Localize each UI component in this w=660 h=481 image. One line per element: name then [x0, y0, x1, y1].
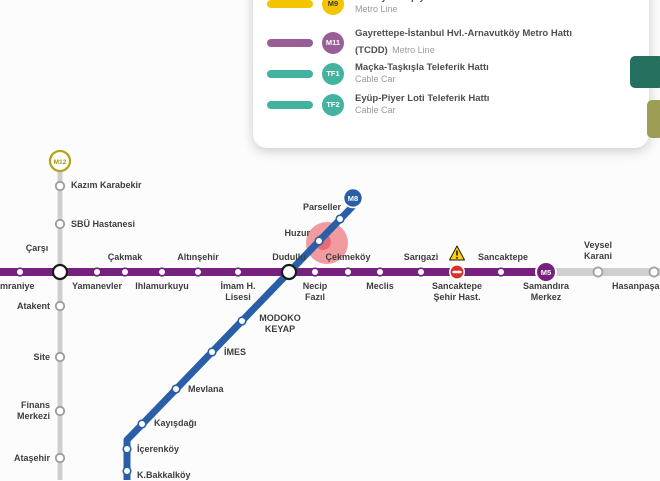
station-dot-meclis[interactable]	[375, 267, 385, 277]
station-dot-imes[interactable]	[207, 347, 217, 357]
tf1-line-badge: TF1	[322, 62, 344, 85]
cutoff-panel-olive	[647, 100, 660, 138]
station-label-cekmekoy: Çekmeköy	[325, 252, 371, 262]
station-dot-kayisdagi[interactable]	[137, 419, 147, 429]
legend-row-m11: M11 Gayrettepe-İstanbul Hvl.-Arnavutköy …	[253, 28, 649, 58]
badge-m8[interactable]: M8	[342, 187, 364, 209]
station-label-kayisdagi: Kayışdağı	[154, 418, 197, 428]
legend-subtitle-m11: Metro Line	[392, 44, 435, 55]
station-label-huzur: Huzur	[284, 228, 311, 238]
station-label-carsi: Çarşı	[25, 243, 49, 253]
station-label-finans-merkezi: Finans Merkezi	[16, 400, 50, 421]
station-label-sancaktepe-sehir-hast: Sancaktepe Şehir Hast.	[431, 281, 483, 302]
station-label-samandira-merkez: Samandıra Merkez	[522, 281, 570, 302]
station-label-sancaktepe: Sancaktepe	[477, 252, 529, 262]
station-label-hasanpasa: Hasanpaşa	[612, 281, 660, 291]
cutoff-panel-teal	[630, 56, 660, 88]
m11-line-badge: M11	[322, 31, 344, 54]
station-label-necip-fazil: Necip Fazıl	[302, 281, 328, 302]
station-label-parseller: Parseller	[302, 202, 342, 212]
legend-title-suffix-m11: (TCDD)	[355, 44, 388, 56]
station-dot-mevlana[interactable]	[171, 384, 181, 394]
station-label-sbu-hastanesi: SBÜ Hastanesi	[71, 219, 136, 229]
station-label-site: Site	[33, 352, 50, 362]
station-label-veysel-karani: Veysel Karani	[583, 240, 613, 261]
station-dot-site[interactable]	[54, 351, 66, 363]
station-dot-umraniye[interactable]	[15, 267, 25, 277]
interchange-dot-carsi[interactable]	[51, 263, 69, 281]
station-label-mevlana: Mevlana	[188, 384, 224, 394]
station-label-altinsehir: Altınşehir	[177, 252, 219, 262]
station-dot-cakmak[interactable]	[120, 267, 130, 277]
legend-title-tf1: Maçka-Taşkışla Teleferik Hattı	[355, 62, 489, 73]
station-label-k-bakkalkoy: K.Bakkalköy	[137, 470, 191, 480]
badge-m12-label: M12	[54, 159, 67, 166]
station-label-modoko-keyap: MODOKO KEYAP	[259, 313, 301, 334]
m11-line-swatch	[267, 38, 313, 47]
legend-subtitle-tf2: Cable Car	[355, 104, 396, 115]
station-label-atasehir: Ataşehir	[13, 453, 50, 463]
station-label-ihlamurkuyu: Ihlamurkuyu	[135, 281, 189, 291]
station-dot-hasanpasa[interactable]	[648, 266, 660, 278]
tf2-line-badge: TF2	[322, 93, 344, 116]
station-dot-k-bakkalkoy[interactable]	[122, 466, 132, 476]
legend-row-tf2: TF2 Eyüp-Piyer Loti Teleferik Hattı Cabl…	[253, 93, 649, 116]
station-dot-ihlamurkuyu[interactable]	[157, 267, 167, 277]
station-label-umraniye: Ümraniye	[0, 281, 35, 291]
badge-m5[interactable]: M5	[535, 261, 557, 283]
station-dot-yamanevler[interactable]	[92, 267, 102, 277]
station-dot-parseller[interactable]	[335, 214, 345, 224]
legend-subtitle-tf1: Cable Car	[355, 73, 396, 84]
station-label-meclis: Meclis	[366, 281, 394, 291]
station-label-kazim-karabekir: Kazım Karabekir	[71, 180, 142, 190]
station-label-sarigazi: Sarıgazi	[403, 252, 439, 262]
station-dot-imam-h-lisesi[interactable]	[233, 267, 243, 277]
station-label-icerenkoy: İçerenköy	[137, 444, 180, 454]
station-dot-cekmekoy[interactable]	[343, 267, 353, 277]
badge-m8-label: M8	[348, 194, 358, 203]
legend-title-m9: Ataköy-Olimpiyat Metro Hattı	[355, 0, 627, 4]
station-dot-kazim-karabekir[interactable]	[54, 180, 66, 192]
station-label-cakmak: Çakmak	[107, 252, 143, 262]
station-dot-icerenkoy[interactable]	[122, 444, 132, 454]
tf2-line-swatch	[267, 100, 313, 109]
m9-line-badge: M9	[322, 0, 344, 15]
station-dot-huzur[interactable]	[314, 236, 324, 246]
station-dot-sbu-hastanesi[interactable]	[54, 218, 66, 230]
station-dot-atakent[interactable]	[54, 300, 66, 312]
station-dot-atasehir[interactable]	[54, 452, 66, 464]
tf1-line-swatch	[267, 69, 313, 78]
no-entry-icon	[448, 263, 465, 280]
legend-subtitle-m9: Metro Line	[355, 3, 398, 14]
m9-line-swatch	[267, 0, 313, 8]
station-label-yamanevler: Yamanevler	[71, 281, 123, 291]
station-label-imam-h-lisesi: İmam H. Lisesi	[220, 281, 256, 302]
station-dot-sancaktepe[interactable]	[496, 267, 506, 277]
station-dot-veysel-karani[interactable]	[592, 266, 604, 278]
warning-icon	[449, 245, 465, 261]
badge-m12[interactable]: M12	[48, 149, 72, 173]
station-label-imes: İMES	[224, 347, 247, 357]
badge-m5-label: M5	[541, 268, 551, 277]
station-label-atakent: Atakent	[16, 301, 50, 311]
station-dot-sarigazi[interactable]	[416, 267, 426, 277]
legend-card: M9 Ataköy-Olimpiyat Metro Hattı Metro Li…	[253, 0, 649, 148]
legend-title-tf2: Eyüp-Piyer Loti Teleferik Hattı	[355, 93, 490, 104]
station-dot-altinsehir[interactable]	[193, 267, 203, 277]
legend-title-m11: Gayrettepe-İstanbul Hvl.-Arnavutköy Metr…	[355, 28, 572, 39]
station-dot-finans-merkezi[interactable]	[54, 405, 66, 417]
legend-row-m9: M9 Ataköy-Olimpiyat Metro Hattı Metro Li…	[253, 0, 649, 15]
interchange-dot-dudullu[interactable]	[280, 263, 298, 281]
station-dot-necip-fazil[interactable]	[310, 267, 320, 277]
legend-row-tf1: TF1 Maçka-Taşkışla Teleferik Hattı Cable…	[253, 62, 649, 85]
station-label-dudullu: Dudullu	[272, 252, 306, 262]
station-dot-modoko-keyap[interactable]	[237, 316, 247, 326]
